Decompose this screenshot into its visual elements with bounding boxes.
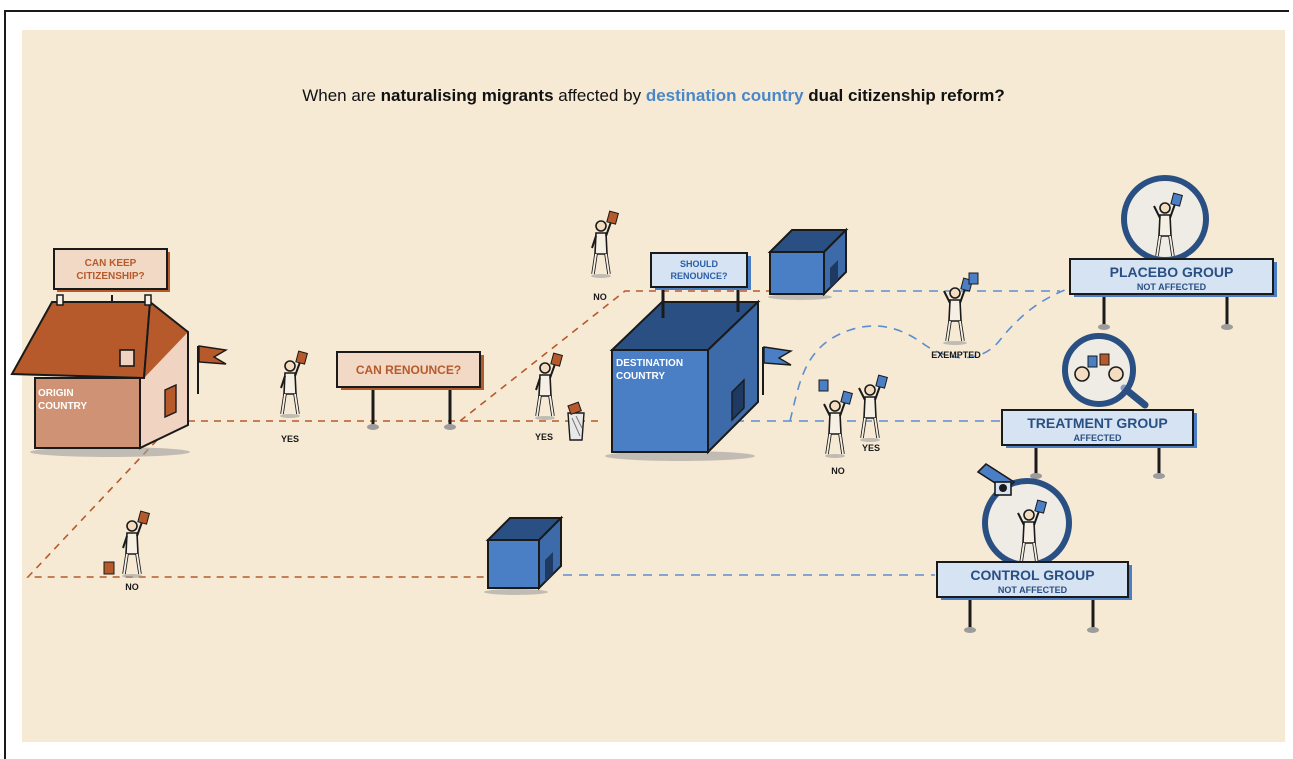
control-title: CONTROL GROUP (970, 567, 1094, 583)
can-keep-citizenship-sign: CAN KEEP CITIZENSHIP? (53, 248, 170, 292)
migrant-yes-2: YES (534, 351, 585, 442)
destination-paths (563, 289, 1066, 576)
can-keep-line-2: CITIZENSHIP? (76, 271, 144, 282)
destination-country-building: DESTINATION COUNTRY (605, 299, 794, 461)
should-renounce-sign: SHOULD RENOUNCE? (650, 252, 751, 318)
should-renounce-line-1: SHOULD (680, 259, 719, 269)
origin-country-building: ORIGIN COUNTRY (10, 294, 229, 457)
migrant-pair-no-yes: NO YES (818, 373, 890, 476)
placebo-title: PLACEBO GROUP (1110, 264, 1234, 280)
label-no-bottom: NO (125, 582, 139, 592)
label-yes-1: YES (281, 434, 299, 444)
migrant-exempted: EXEMPTED (931, 272, 981, 360)
left-border-rule (4, 10, 6, 759)
small-destination-cube-upper (767, 227, 849, 300)
destination-label-line-2: COUNTRY (616, 371, 665, 382)
path-upper-orange (459, 290, 770, 422)
trash-bin-icon (567, 401, 585, 441)
title-part-6: ? (994, 86, 1005, 105)
migrant-yes-1: YES (279, 349, 310, 444)
migrant-no-top: NO (590, 209, 621, 302)
placebo-group-sign: PLACEBO GROUP NOT AFFECTED (1069, 175, 1277, 330)
origin-flag-icon (198, 345, 229, 365)
path-exempted-curve (789, 289, 1066, 422)
can-keep-line-1: CAN KEEP (85, 258, 137, 269)
small-destination-cube-lower (484, 515, 564, 595)
title-part-5: dual citizenship reform (803, 86, 995, 105)
origin-label-line-2: COUNTRY (38, 401, 87, 412)
control-subtitle: NOT AFFECTED (998, 585, 1068, 595)
title-part-3: affected by (553, 86, 646, 105)
label-yes-2: YES (535, 432, 553, 442)
can-renounce-label: CAN RENOUNCE? (356, 363, 461, 377)
destination-flag-icon (763, 346, 794, 366)
migrant-no-bottom: NO (103, 509, 152, 592)
control-group-sign: CONTROL GROUP NOT AFFECTED (936, 462, 1132, 633)
origin-label-line-1: ORIGIN (38, 388, 74, 399)
should-renounce-line-2: RENOUNCE? (670, 271, 727, 281)
top-border-rule (4, 10, 1289, 12)
can-renounce-sign: CAN RENOUNCE? (336, 351, 484, 430)
treatment-group-sign: TREATMENT GROUP AFFECTED (1001, 333, 1197, 479)
label-no-mid: NO (831, 466, 845, 476)
placebo-subtitle: NOT AFFECTED (1137, 282, 1207, 292)
title-part-4: destination country (645, 86, 804, 105)
title-part-1: When are (302, 86, 381, 105)
security-camera-icon (976, 462, 1016, 496)
label-exempted: EXEMPTED (931, 350, 981, 360)
origin-paths (26, 290, 770, 578)
diagram-title: When are naturalising migrants affected … (22, 86, 1285, 106)
label-yes-3: YES (862, 443, 880, 453)
label-no-top: NO (593, 292, 607, 302)
treatment-magnifier-icon (1062, 333, 1136, 407)
treatment-subtitle: AFFECTED (1074, 433, 1122, 443)
treatment-title: TREATMENT GROUP (1027, 415, 1168, 431)
path-lower-orange (26, 420, 490, 578)
destination-label-line-1: DESTINATION (616, 358, 683, 369)
title-part-2: naturalising migrants (380, 86, 554, 105)
